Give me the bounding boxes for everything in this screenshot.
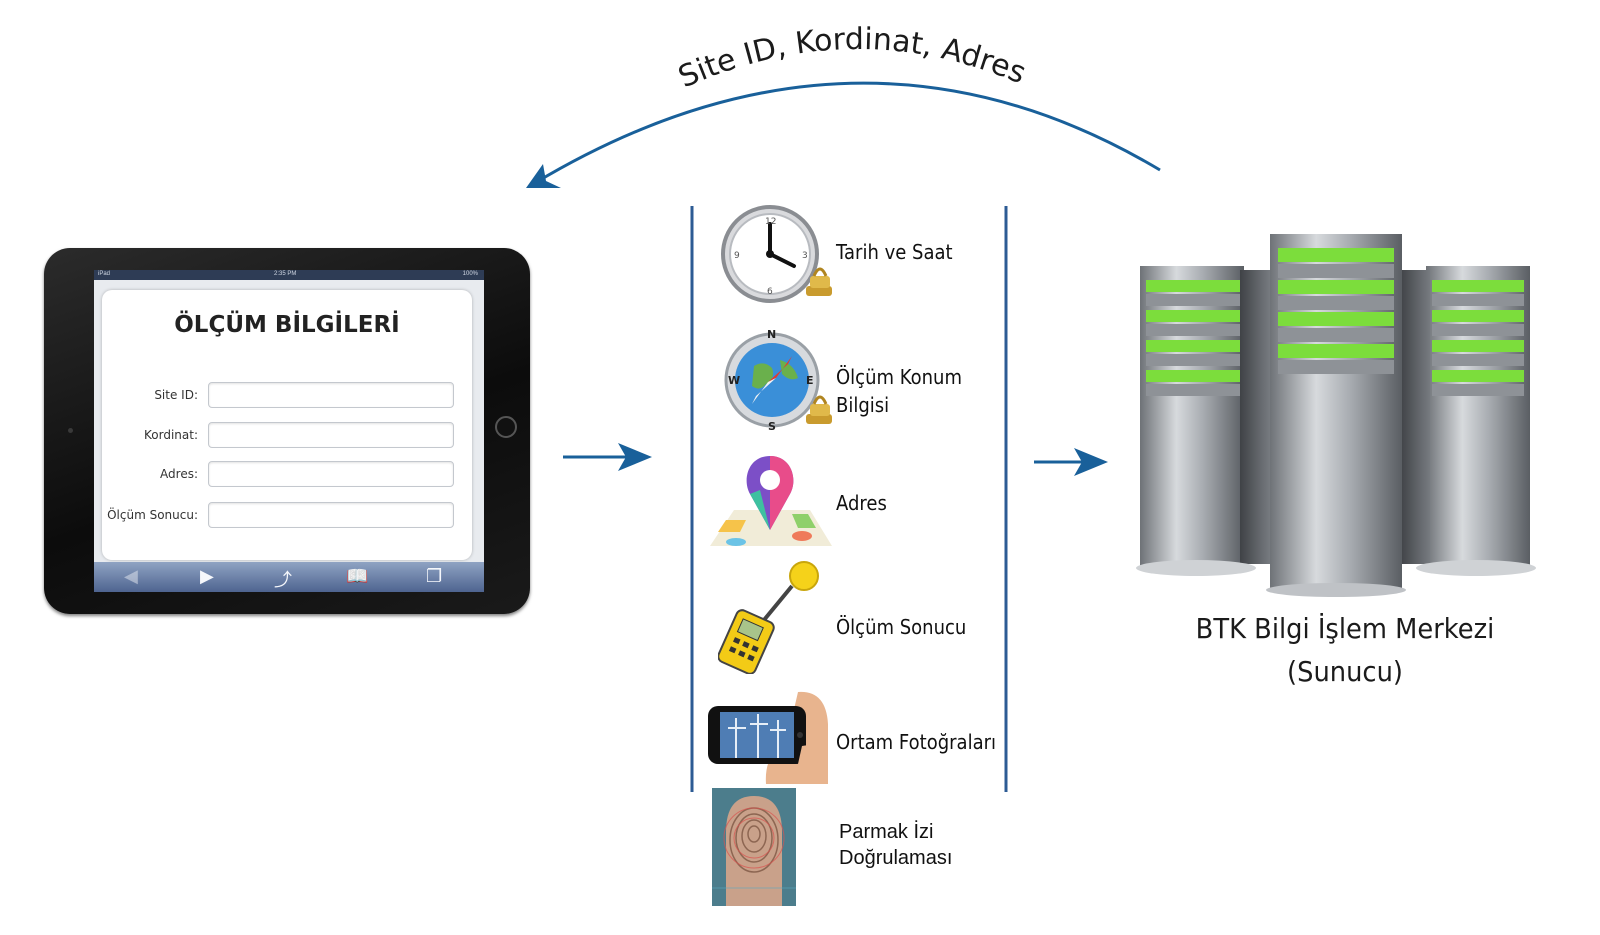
server-caption-line1: BTK Bilgi İşlem Merkezi <box>1195 612 1495 645</box>
item-label-olcum-sonucu: Ölçüm Sonucu <box>836 615 967 639</box>
arrow-tablet-to-list <box>563 443 652 471</box>
server-tower-right <box>1400 266 1536 576</box>
server-caption: BTK Bilgi İşlem Merkezi (Sunucu) <box>1184 607 1506 693</box>
site-id-label: Site ID: <box>154 388 198 402</box>
svg-text:12: 12 <box>765 217 776 227</box>
item-label-konum-line1: Ölçüm Konum <box>836 365 962 389</box>
server-tower-left <box>1136 266 1270 576</box>
item-label-parmak-line2: Doğrulaması <box>839 847 953 869</box>
tablet-home-button[interactable] <box>495 416 517 438</box>
form-title: ÖLÇÜM BİLGİLERİ <box>174 312 400 338</box>
item-label-tarih-saat: Tarih ve Saat <box>836 240 953 264</box>
olcum-sonucu-label: Ölçüm Sonucu: <box>107 508 198 522</box>
item-label-adres: Adres <box>836 491 887 515</box>
tablet-camera <box>68 428 73 433</box>
server-rack-icon <box>1136 234 1536 597</box>
compass-icon: N S E W <box>724 328 832 433</box>
adres-field[interactable] <box>208 461 454 487</box>
status-device: iPad <box>98 271 111 277</box>
map-pin-icon <box>710 456 832 546</box>
svg-text:3: 3 <box>802 251 808 261</box>
adres-label: Adres: <box>160 467 198 481</box>
olcum-sonucu-field[interactable] <box>208 502 454 528</box>
svg-text:6: 6 <box>767 287 773 297</box>
return-arrow <box>534 81 1161 185</box>
server-caption-line2: (Sunucu) <box>1287 655 1403 688</box>
fingerprint-icon <box>712 788 796 906</box>
site-id-field[interactable] <box>208 382 454 408</box>
phone-camera-icon <box>708 691 828 784</box>
kordinat-field[interactable] <box>208 422 454 448</box>
tablet-device: iPad 2:35 PM 100% ÖLÇÜM BİLGİLERİ Site I… <box>44 248 530 614</box>
kordinat-label: Kordinat: <box>144 428 198 442</box>
field-meter-icon <box>718 561 819 674</box>
item-label-ortam-fotograflari: Ortam Fotoğraları <box>836 730 997 754</box>
clock-icon: 12 3 6 9 <box>721 205 832 303</box>
tablet-screen: iPad 2:35 PM 100% ÖLÇÜM BİLGİLERİ Site I… <box>94 270 484 592</box>
compass-w: W <box>728 374 740 387</box>
server-tower-center <box>1266 234 1406 597</box>
item-label-parmak-line1: Parmak İzi <box>839 821 934 843</box>
item-label-konum-line2: Bilgisi <box>836 393 890 417</box>
back-icon[interactable]: ◀ <box>124 566 138 586</box>
arrow-list-to-server <box>1034 448 1108 476</box>
tabs-icon[interactable]: ❐ <box>426 566 443 586</box>
return-arrow-head <box>526 164 561 188</box>
status-battery: 100% <box>462 271 478 277</box>
bookmarks-icon[interactable]: 📖 <box>346 566 369 586</box>
status-time: 2:35 PM <box>274 271 297 277</box>
status-bar: iPad 2:35 PM 100% <box>94 270 484 280</box>
share-icon[interactable]: ⤴ <box>274 570 292 590</box>
compass-s: S <box>768 420 776 433</box>
measurement-form: ÖLÇÜM BİLGİLERİ Site ID: Kordinat: Adres… <box>102 290 472 560</box>
compass-n: N <box>767 328 776 341</box>
forward-icon[interactable]: ▶ <box>200 566 214 586</box>
compass-e: E <box>806 374 814 387</box>
svg-text:9: 9 <box>734 251 740 261</box>
browser-toolbar: ◀ ▶ ⤴ 📖 ❐ <box>94 562 484 592</box>
